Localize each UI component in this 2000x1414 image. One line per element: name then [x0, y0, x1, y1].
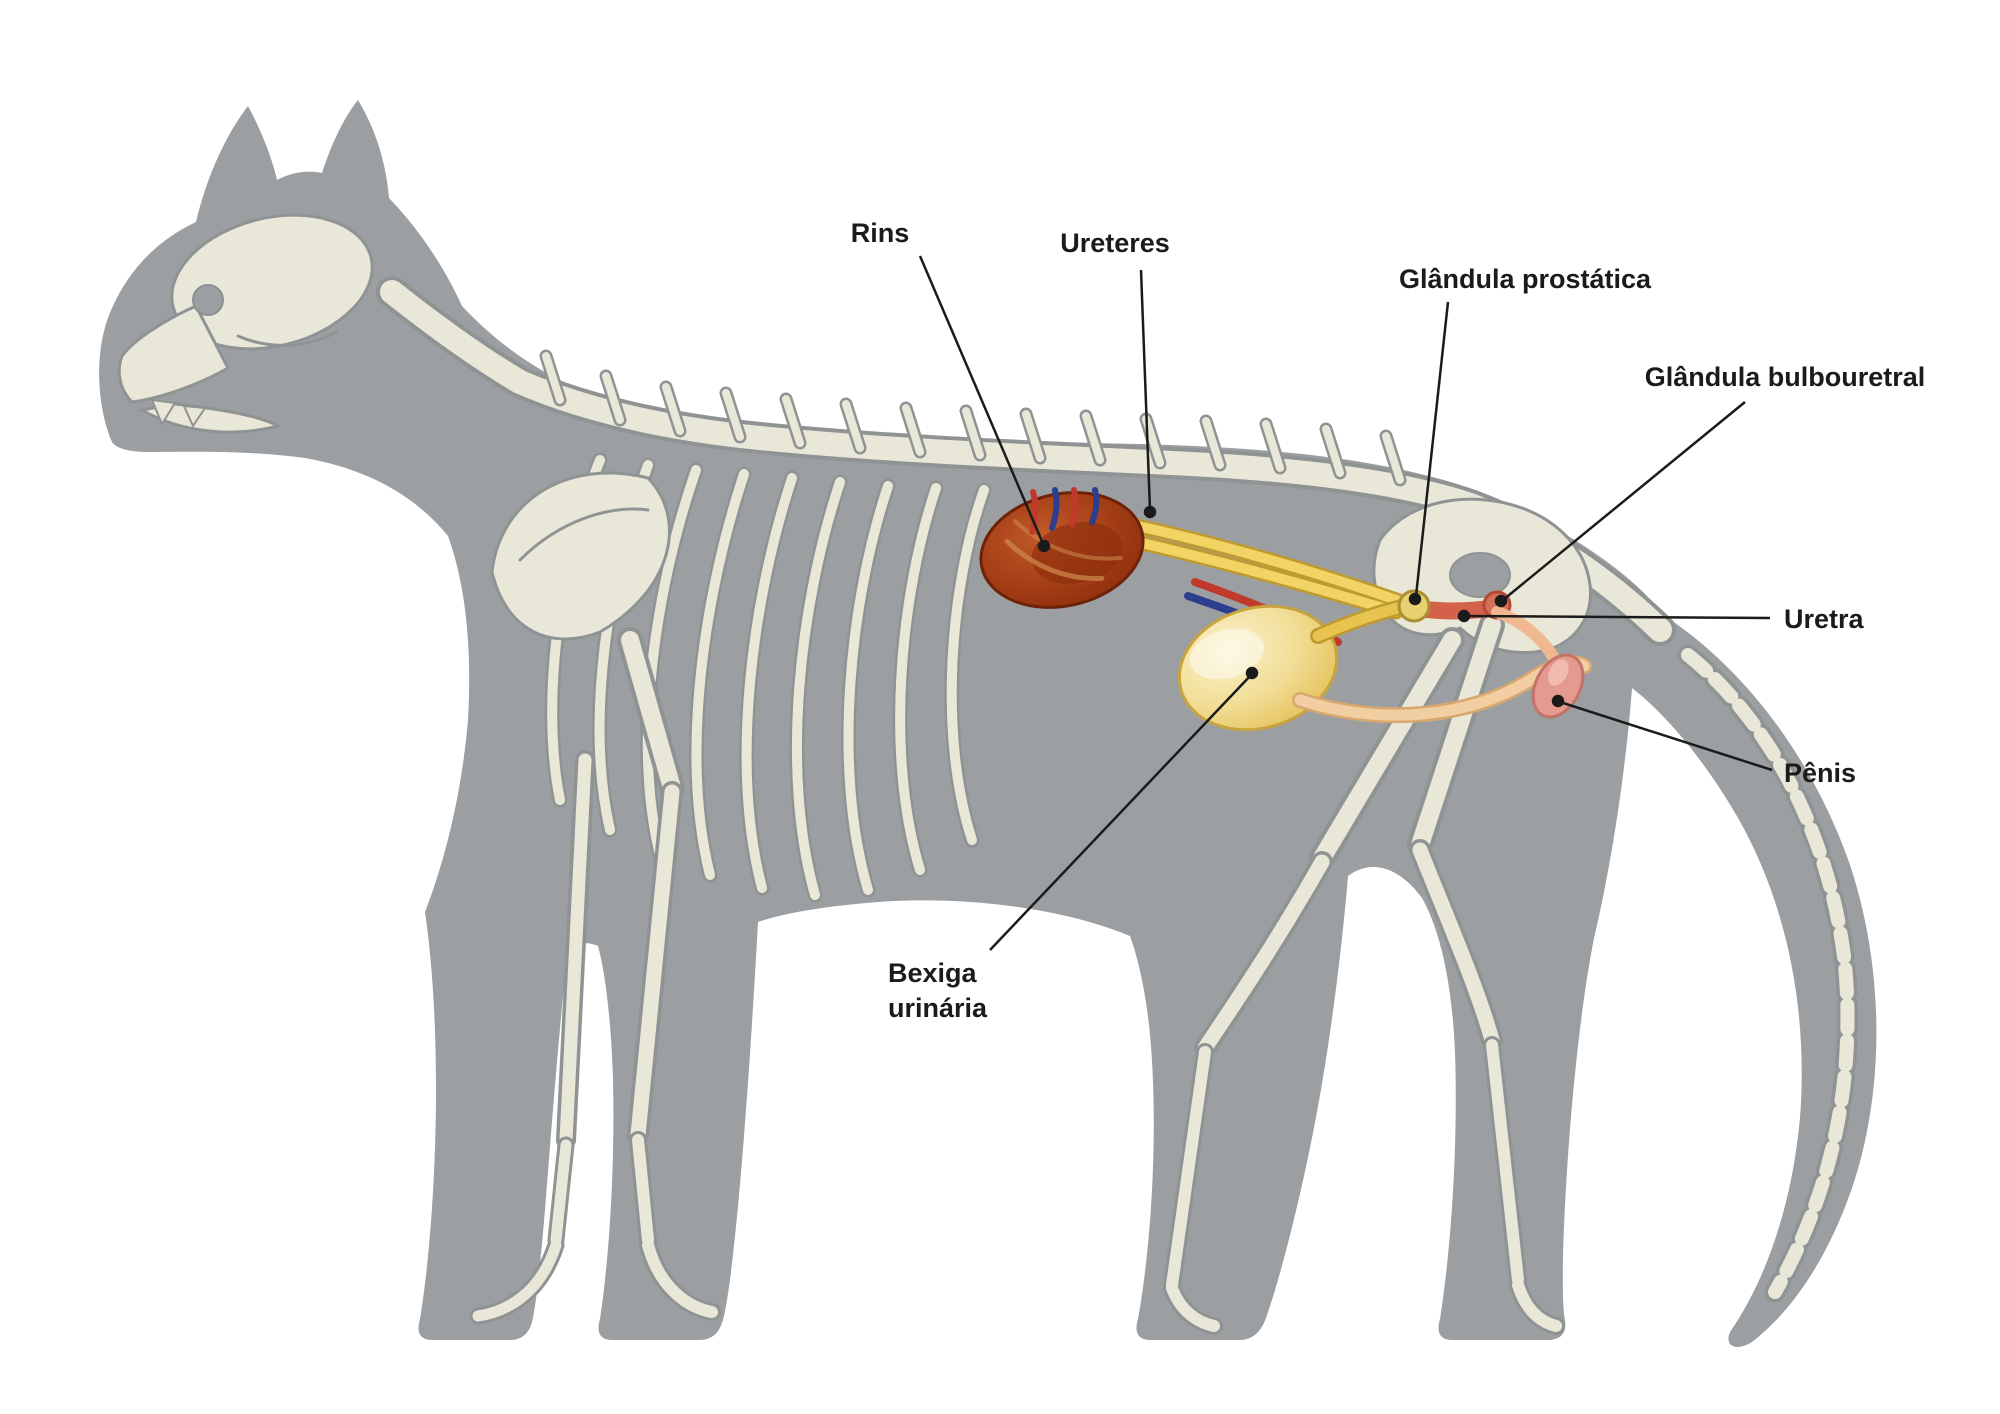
penis-highlight: [1548, 659, 1569, 686]
renal-vein: [1049, 487, 1060, 531]
bexiga-leader-line: [989, 673, 1253, 951]
ureteres-leader-dot: [1143, 505, 1157, 519]
renal-artery: [1069, 487, 1079, 527]
tail-bone-segments: [1681, 648, 1855, 1299]
renal-artery: [1029, 489, 1039, 535]
zygomatic-line: [236, 330, 338, 347]
far-hind-paw-bones: [1486, 1039, 1562, 1332]
label-bexiga-urinaria: Bexiga urinária: [888, 956, 987, 1026]
label-bexiga-line1: Bexiga: [888, 958, 977, 988]
eye-socket: [192, 284, 224, 316]
penis-leader-dot: [1551, 694, 1565, 708]
uretra-leader-dot: [1457, 609, 1471, 623]
tooth: [150, 398, 177, 427]
kidney-striation: [1012, 519, 1123, 561]
label-penis: Pênis: [1784, 758, 1857, 788]
label-rins: Rins: [850, 218, 910, 248]
penis-leader-line: [1559, 700, 1773, 772]
radius-bone: [630, 784, 680, 1143]
far-tibia-bone: [1412, 842, 1500, 1048]
near-tibia-bone: [1197, 854, 1330, 1056]
leader-lines: [918, 255, 1773, 951]
label-ureteres: Ureteres: [1060, 228, 1170, 258]
penis-organ: [1531, 653, 1585, 719]
skull: [117, 213, 374, 434]
kidney-striation: [1004, 538, 1105, 581]
prostatica-leader-line: [1414, 301, 1450, 597]
bulbouretral-leader-line: [1502, 401, 1746, 601]
label-glandula-prostatica: Glândula prostática: [1398, 264, 1652, 294]
uretra-leader-line: [1463, 614, 1771, 620]
renal-vein: [1089, 487, 1100, 525]
rins-leader-dot: [1037, 539, 1051, 553]
muzzle-bone: [117, 304, 230, 404]
bexiga-leader-dot: [1245, 666, 1259, 680]
kidney-organ: [979, 491, 1145, 609]
prostatica-leader-dot: [1408, 592, 1422, 606]
skeleton: [117, 213, 1858, 1335]
renal-vessels: [1029, 487, 1100, 535]
cat-body-silhouette: [99, 100, 1877, 1347]
prostate-gland-organ: [1397, 589, 1431, 623]
hind-leg-bones: [1163, 612, 1565, 1335]
scapula: [490, 471, 671, 641]
humerus-bone: [621, 631, 681, 797]
near-hind-paw-bones: [1166, 1046, 1220, 1332]
tail-vertebrae: [1677, 644, 1858, 1303]
label-bexiga-line2: urinária: [888, 993, 988, 1024]
far-front-paw-bones: [472, 1139, 572, 1322]
scapula-ridge: [518, 507, 650, 562]
scapula-bone: [490, 471, 671, 641]
pelvis-foramen: [1449, 552, 1511, 598]
urogenital-organs: [979, 487, 1592, 732]
far-foreleg-bone: [559, 753, 592, 1147]
near-femur-bone: [1313, 631, 1461, 867]
bulbouretral-leader-dot: [1494, 594, 1508, 608]
rins-leader-line: [918, 255, 1046, 547]
ureteres-leader-line: [1139, 269, 1152, 511]
far-femur-bone: [1411, 616, 1501, 854]
dorsal-spines: [542, 352, 1404, 484]
tooth: [182, 404, 207, 429]
label-uretra: Uretra: [1784, 604, 1864, 634]
front-paw-bones: [632, 1134, 718, 1318]
front-leg-bones: [469, 627, 721, 1325]
bladder-highlight: [1189, 628, 1265, 680]
label-glandula-bulbouretral: Glândula bulbouretral: [1644, 362, 1926, 392]
